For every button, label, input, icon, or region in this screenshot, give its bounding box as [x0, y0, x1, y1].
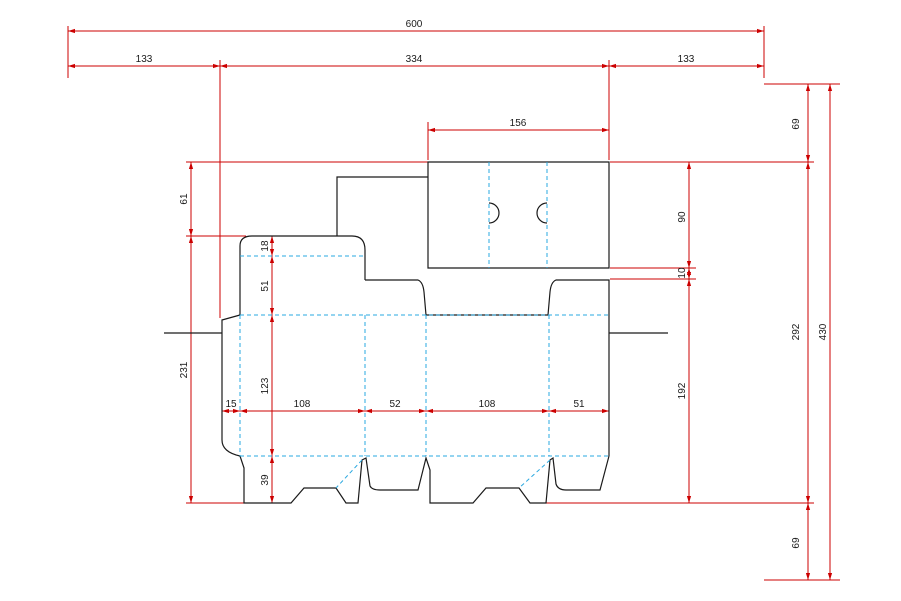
- label-body-height-right: 192: [677, 382, 688, 399]
- label-left-top-offset: 61: [179, 193, 190, 205]
- extension-lines: [67, 26, 840, 581]
- label-glue-tab: 15: [225, 399, 237, 410]
- label-total-width: 600: [406, 19, 423, 30]
- label-tab-height: 90: [677, 211, 688, 223]
- label-panel-2: 52: [389, 399, 401, 410]
- label-top-margin: 69: [791, 118, 802, 130]
- label-total-height: 430: [818, 323, 829, 340]
- label-top-panel: 51: [260, 280, 271, 292]
- label-box-width: 334: [406, 54, 423, 65]
- label-gap: 10: [677, 267, 688, 279]
- label-panel-4: 51: [573, 399, 585, 410]
- label-panel-3: 108: [479, 399, 496, 410]
- label-left-margin: 133: [136, 54, 153, 65]
- label-left-height: 231: [179, 361, 190, 378]
- dimension-lines: [68, 28, 833, 580]
- label-bottom-flap: 39: [260, 474, 271, 486]
- cut-lines: [164, 161, 668, 504]
- label-front-panel: 123: [260, 377, 271, 394]
- label-tab-width: 156: [510, 118, 527, 129]
- label-bottom-margin: 69: [791, 537, 802, 549]
- label-span-height: 292: [791, 323, 802, 340]
- dimension-labels: 600 133 334 133 156 69 292 69 430 90 10 …: [136, 19, 829, 549]
- label-right-margin: 133: [678, 54, 695, 65]
- fold-lines: [239, 162, 609, 489]
- label-panel-1: 108: [294, 399, 311, 410]
- label-flap-top: 18: [260, 240, 271, 252]
